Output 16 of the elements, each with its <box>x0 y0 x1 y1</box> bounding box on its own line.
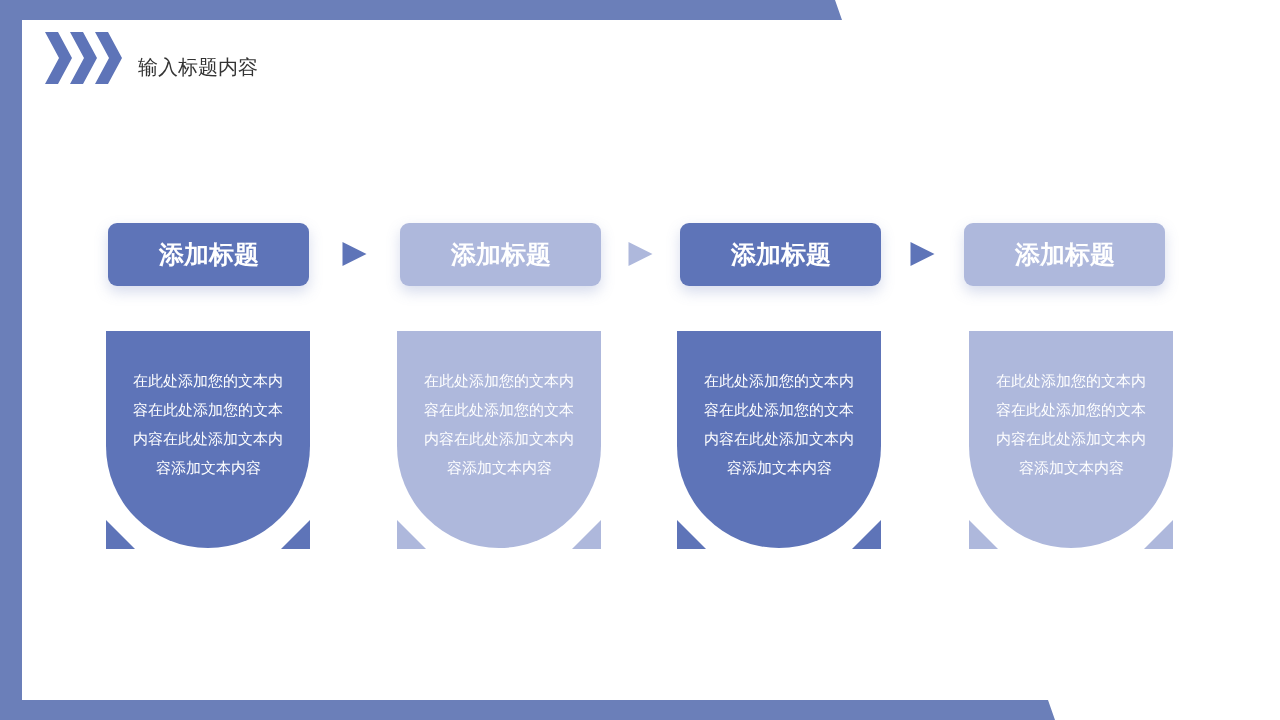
body-text: 在此处添加您的文本内容在此处添加您的文本内容在此处添加文本内容添加文本内容 <box>423 371 575 479</box>
body-text: 在此处添加您的文本内容在此处添加您的文本内容在此处添加文本内容添加文本内容 <box>995 371 1147 479</box>
slide-title: 输入标题内容 <box>138 54 258 81</box>
shield-card <box>677 331 881 549</box>
shield-card <box>969 331 1173 549</box>
title-box: 添加标题 <box>108 223 309 286</box>
body-text: 在此处添加您的文本内容在此处添加您的文本内容在此处添加文本内容添加文本内容 <box>132 371 284 479</box>
arrow-triangle <box>910 242 935 266</box>
title-box: 添加标题 <box>400 223 601 286</box>
body-text: 在此处添加您的文本内容在此处添加您的文本内容在此处添加文本内容添加文本内容 <box>703 371 855 479</box>
shield-card <box>106 331 310 549</box>
arrow-triangle <box>628 242 653 266</box>
title-box: 添加标题 <box>680 223 881 286</box>
arrow-triangle <box>342 242 367 266</box>
title-box: 添加标题 <box>964 223 1165 286</box>
shield-card <box>397 331 601 549</box>
